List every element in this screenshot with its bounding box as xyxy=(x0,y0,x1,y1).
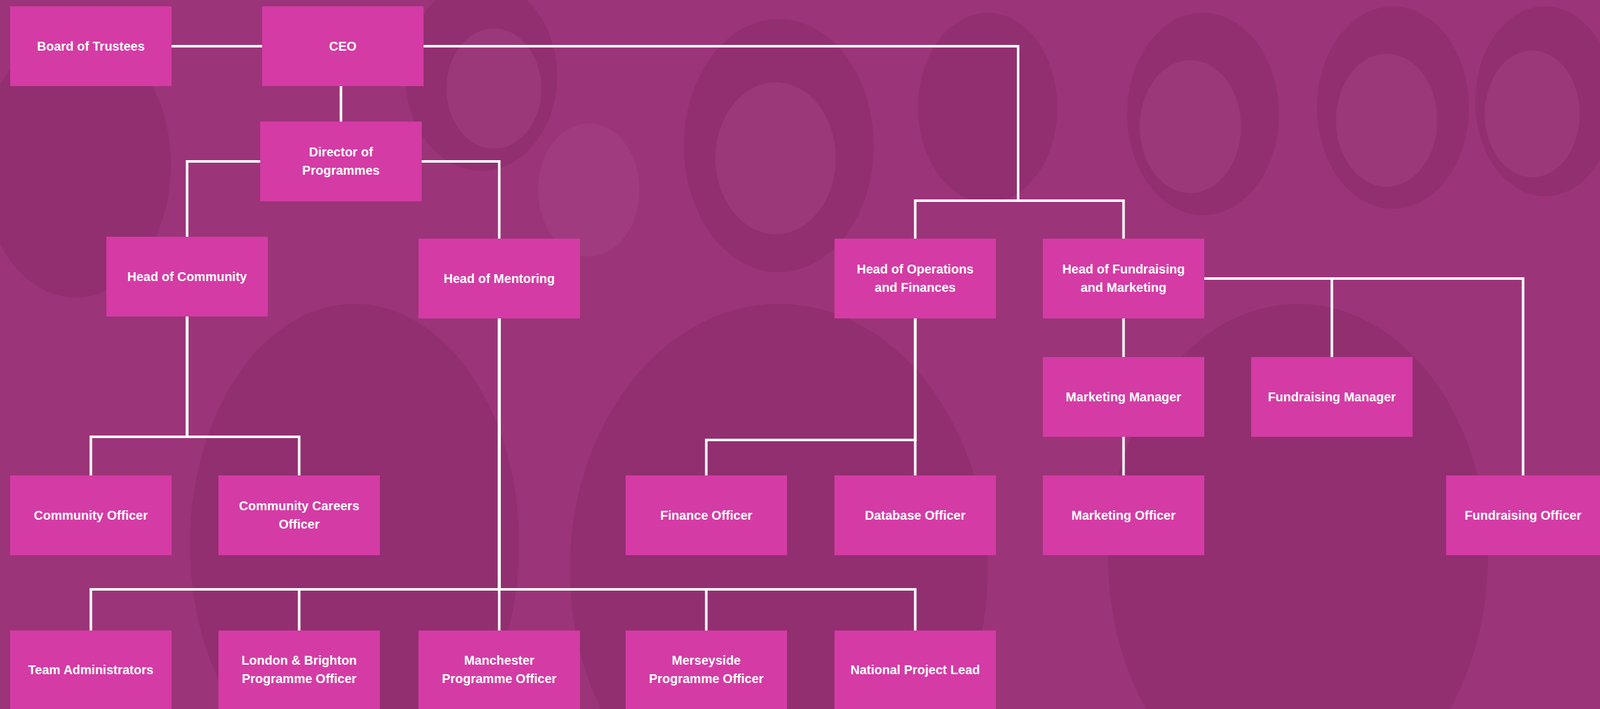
box-label: Head of Community xyxy=(127,267,247,287)
box-label: London & Brighton Programme Officer xyxy=(229,651,369,689)
org-box: Community Careers Officer xyxy=(218,475,380,556)
org-box: Manchester Programme Officer xyxy=(418,630,580,709)
connector-line xyxy=(421,161,500,239)
box-label: Community Careers Officer xyxy=(229,497,369,534)
org-box: Head of Operations and Finances xyxy=(834,238,996,319)
org-box: Head of Fundraising and Marketing xyxy=(1042,238,1205,319)
box-label: Community Officer xyxy=(33,506,148,525)
box-label: Manchester Programme Officer xyxy=(429,651,569,689)
connector-line xyxy=(187,161,261,237)
connector-line xyxy=(171,44,263,48)
box-label: CEO xyxy=(329,37,357,56)
box-label: Head of Fundraising and Marketing xyxy=(1054,260,1193,297)
box-label: Head of Operations and Finances xyxy=(845,260,985,297)
connector-line xyxy=(1122,318,1126,358)
org-box: Fundraising Manager xyxy=(1251,357,1413,437)
box-label: Head of Mentoring xyxy=(443,269,556,289)
box-label: Finance Officer xyxy=(660,506,753,525)
connector-line xyxy=(1122,436,1126,476)
connector-line xyxy=(706,318,916,476)
connector-line xyxy=(423,46,1019,239)
connector-line xyxy=(1204,278,1524,476)
box-label: Marketing Manager xyxy=(1065,388,1181,407)
connector-line xyxy=(914,318,917,476)
box-label: Merseyside Programme Officer xyxy=(636,651,776,689)
box-label: Database Officer xyxy=(864,506,966,525)
box-label: Fundraising Manager xyxy=(1267,388,1396,407)
connector-line xyxy=(499,318,916,631)
box-label: Marketing Officer xyxy=(1071,506,1176,525)
box-label: Board of Trustees xyxy=(36,37,145,56)
box-label: Team Administrators xyxy=(28,661,154,680)
box-label: National Project Lead xyxy=(850,661,981,680)
org-box: Head of Community xyxy=(106,236,268,317)
org-box: Database Officer xyxy=(834,475,996,556)
connector-line xyxy=(499,318,707,631)
org-box: Head of Mentoring xyxy=(418,238,580,319)
connector-line xyxy=(299,318,500,631)
connector-line xyxy=(91,318,500,631)
face-highlights xyxy=(446,28,1580,257)
org-box: Marketing Officer xyxy=(1042,475,1205,556)
org-box: Board of Trustees xyxy=(10,6,172,87)
box-label: Director of Programmes xyxy=(271,143,411,180)
org-box: Merseyside Programme Officer xyxy=(625,630,788,709)
connector-line xyxy=(91,316,188,476)
connector-line xyxy=(340,86,343,122)
org-box: Team Administrators xyxy=(10,630,172,709)
org-box: Community Officer xyxy=(10,475,172,556)
connector-line xyxy=(1204,278,1333,358)
org-box: Finance Officer xyxy=(625,475,788,556)
connector-line xyxy=(187,316,300,476)
org-box: CEO xyxy=(262,6,424,87)
org-box: London & Brighton Programme Officer xyxy=(218,630,380,709)
org-box: National Project Lead xyxy=(834,630,996,709)
org-box: Fundraising Officer xyxy=(1446,475,1600,556)
box-label: Fundraising Officer xyxy=(1464,506,1582,525)
connector-line xyxy=(423,46,1124,239)
org-box: Marketing Manager xyxy=(1042,357,1205,437)
org-box: Director of Programmes xyxy=(260,121,422,202)
